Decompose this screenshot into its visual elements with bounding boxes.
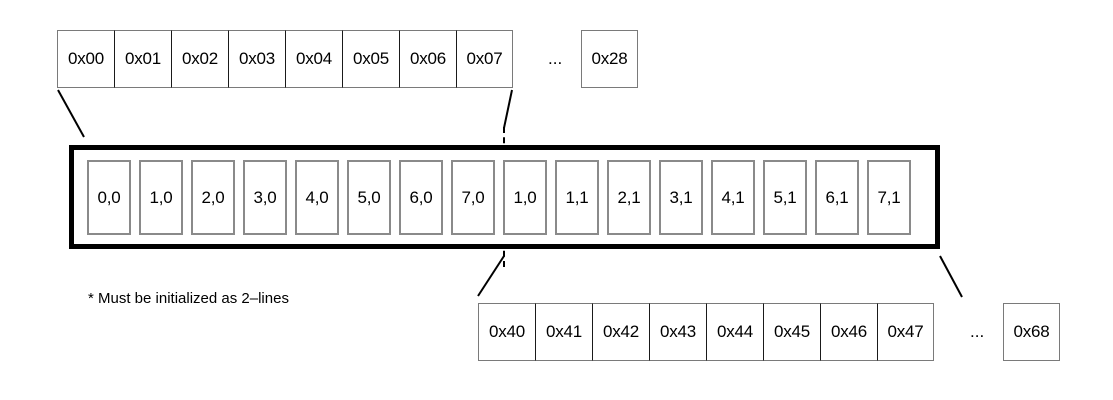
buffer-cell: 0,0 (87, 160, 131, 235)
buffer-cell: 1,1 (555, 160, 599, 235)
address-cell: 0x01 (114, 30, 171, 88)
buffer-cell-list: 0,0 1,0 2,0 3,0 4,0 5,0 6,0 7,0 1,0 1,1 … (87, 160, 911, 235)
address-cell: 0x07 (456, 30, 513, 88)
buffer-cell: 1,0 (503, 160, 547, 235)
leader-line-top-left (57, 89, 85, 138)
address-cell: 0x42 (592, 303, 649, 361)
buffer-cell: 2,1 (607, 160, 651, 235)
buffer-cell: 4,1 (711, 160, 755, 235)
buffer-cell: 5,0 (347, 160, 391, 235)
address-cell: 0x05 (342, 30, 399, 88)
address-cell: 0x02 (171, 30, 228, 88)
buffer-cell: 3,0 (243, 160, 287, 235)
address-cell: 0x45 (763, 303, 820, 361)
initialization-note: * Must be initialized as 2–lines (88, 290, 289, 307)
bottom-row-tail-address-cell: 0x68 (1003, 303, 1060, 361)
address-cell: 0x43 (649, 303, 706, 361)
buffer-cell: 7,1 (867, 160, 911, 235)
bottom-row-ellipsis: ... (970, 322, 985, 341)
buffer-cell: 6,1 (815, 160, 859, 235)
leader-line-bottom-left (477, 255, 505, 297)
bottom-address-row: 0x40 0x41 0x42 0x43 0x44 0x45 0x46 0x47 (478, 303, 934, 361)
buffer-cell: 2,0 (191, 160, 235, 235)
buffer-cell: 6,0 (399, 160, 443, 235)
top-row-ellipsis: ... (548, 49, 563, 68)
buffer-cell: 7,0 (451, 160, 495, 235)
leader-line-bottom-right (939, 255, 963, 298)
top-row-tail-address-cell: 0x28 (581, 30, 638, 88)
address-cell: 0x44 (706, 303, 763, 361)
leader-line-top-right (503, 89, 513, 129)
address-cell: 0x40 (478, 303, 535, 361)
address-cell: 0x04 (285, 30, 342, 88)
address-cell: 0x00 (57, 30, 114, 88)
buffer-cell: 5,1 (763, 160, 807, 235)
top-address-row: 0x00 0x01 0x02 0x03 0x04 0x05 0x06 0x07 (57, 30, 513, 88)
buffer-cell: 4,0 (295, 160, 339, 235)
address-cell: 0x47 (877, 303, 934, 361)
buffer-cell: 1,0 (139, 160, 183, 235)
buffer-cell: 3,1 (659, 160, 703, 235)
address-cell: 0x41 (535, 303, 592, 361)
address-cell: 0x03 (228, 30, 285, 88)
address-cell: 0x46 (820, 303, 877, 361)
address-cell: 0x06 (399, 30, 456, 88)
